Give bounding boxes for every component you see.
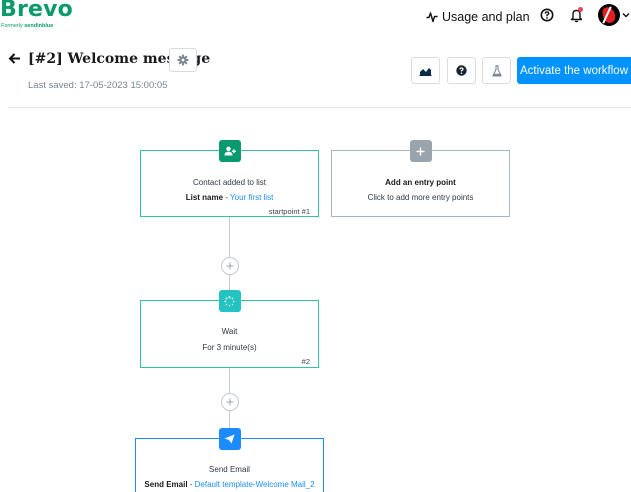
flask-icon	[491, 64, 502, 77]
connector-line	[229, 274, 230, 299]
notifications-button[interactable]	[569, 7, 585, 23]
wait-node-title: Wait	[221, 327, 238, 336]
logo-wordmark: Brevo	[0, 0, 73, 22]
last-saved-timestamp: Last saved: 17-05-2023 15:00:05	[28, 80, 168, 91]
connector-line	[229, 217, 230, 257]
activate-workflow-button[interactable]: Activate the workflow	[517, 57, 631, 84]
help-button[interactable]	[447, 57, 476, 84]
node-icon-badge	[218, 428, 241, 450]
test-workflow-button[interactable]	[482, 57, 511, 84]
plus-icon	[416, 147, 425, 155]
help-circle-icon[interactable]	[540, 8, 554, 22]
bell-icon	[570, 9, 583, 23]
help-circle-icon	[456, 65, 467, 76]
header-divider	[8, 107, 631, 108]
list-name-link[interactable]: Your first list	[230, 193, 274, 202]
statistics-button[interactable]	[411, 57, 440, 84]
node-icon-badge	[218, 290, 241, 312]
add-step-button[interactable]	[221, 393, 239, 411]
node-icon-badge	[218, 140, 241, 162]
plus-icon	[226, 262, 234, 270]
email-template-link[interactable]: Default template-Welcome Mail_2	[194, 480, 315, 489]
detail-separator: -	[223, 193, 231, 202]
usage-and-plan-label: Usage and plan	[442, 10, 530, 24]
notification-badge	[578, 7, 583, 12]
chevron-down-icon[interactable]	[622, 11, 630, 19]
top-bar: Brevo Formerly sendinblue Usage and plan	[0, 0, 631, 36]
gear-icon	[177, 54, 189, 66]
wait-node-tag: #2	[301, 357, 310, 366]
start-node-detail: List name - Your first list	[141, 193, 318, 202]
detail-separator: -	[187, 480, 195, 489]
plus-icon	[226, 398, 234, 406]
connector-line	[229, 368, 230, 393]
usage-and-plan-link[interactable]: Usage and plan	[426, 7, 530, 27]
add-entry-point-node[interactable]: Add an entry point Click to add more ent…	[331, 140, 510, 217]
arrow-left-icon[interactable]	[8, 52, 21, 65]
email-node-title: Send Email	[209, 465, 250, 474]
workflow-start-node[interactable]: Contact added to list List name - Your f…	[140, 140, 319, 217]
start-node-title: Contact added to list	[193, 178, 266, 187]
page-title: [#2] Welcome message	[28, 51, 211, 67]
node-icon-badge	[409, 140, 432, 162]
activity-icon	[426, 12, 438, 23]
startpoint-tag: startpoint #1	[268, 207, 310, 216]
send-icon	[224, 434, 235, 444]
entry-node-title: Add an entry point	[385, 178, 456, 187]
workflow-settings-button[interactable]	[169, 48, 197, 72]
wait-node-detail: For 3 minute(s)	[202, 343, 257, 352]
avatar[interactable]	[598, 4, 620, 26]
send-email-label: Send Email	[144, 480, 188, 489]
connector-line	[229, 410, 230, 437]
send-email-node[interactable]: Send Email Send Email - Default template…	[135, 428, 324, 492]
add-step-button[interactable]	[221, 257, 239, 275]
email-node-detail: Send Email - Default template-Welcome Ma…	[136, 480, 323, 489]
logo-formerly: Formerly sendinblue	[1, 23, 54, 29]
statistics-icon	[419, 67, 432, 76]
wait-node[interactable]: Wait For 3 minute(s) #2	[140, 290, 319, 368]
list-name-label: List name	[185, 193, 224, 202]
user-plus-icon	[224, 146, 236, 156]
entry-node-subtitle: Click to add more entry points	[367, 193, 474, 202]
spinner-icon	[224, 295, 235, 306]
